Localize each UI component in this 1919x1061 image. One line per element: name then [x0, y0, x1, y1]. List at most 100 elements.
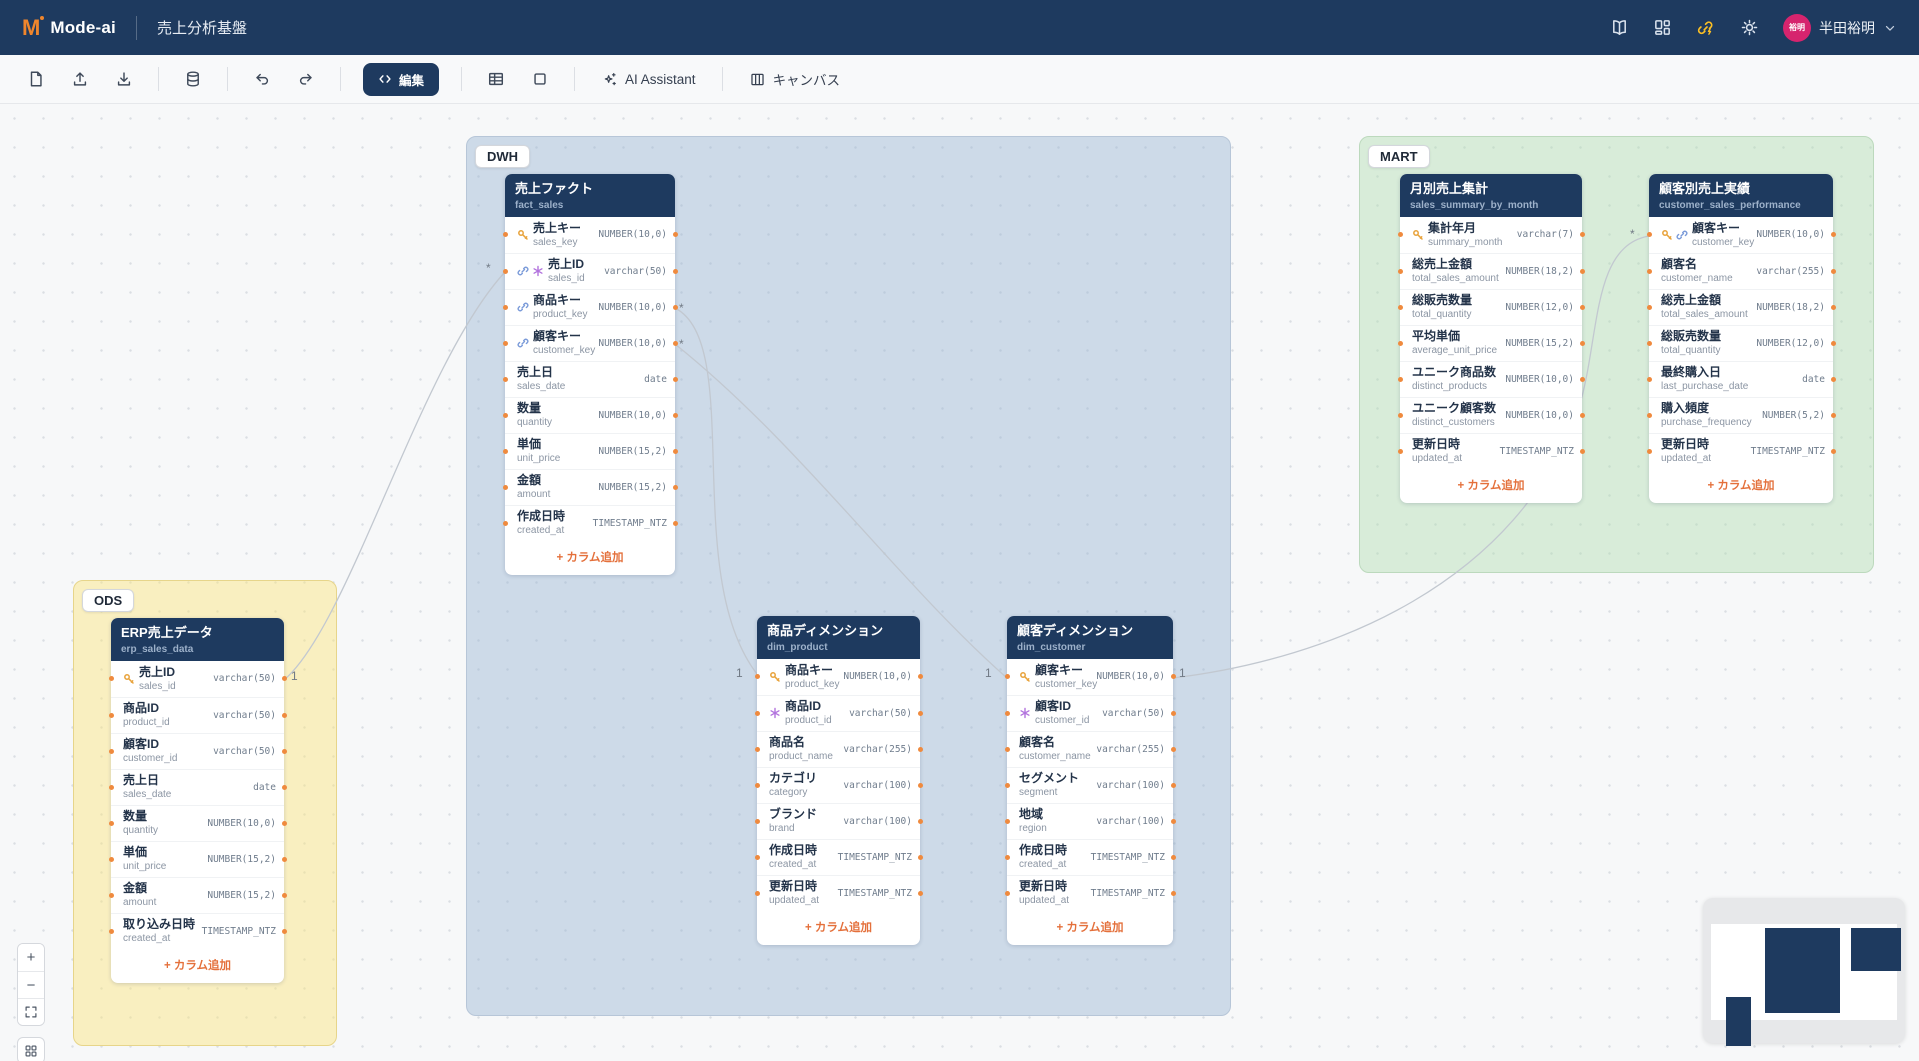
- connector-dot[interactable]: [1170, 818, 1176, 824]
- add-column-button[interactable]: + カラム追加: [1457, 479, 1525, 492]
- fit-view-button[interactable]: [18, 998, 44, 1025]
- connector-dot[interactable]: [1004, 710, 1010, 716]
- connector-dot[interactable]: [1646, 376, 1652, 382]
- connector-dot[interactable]: [1579, 412, 1585, 418]
- connector-dot[interactable]: [917, 710, 923, 716]
- connector-dot[interactable]: [281, 676, 287, 682]
- connector-dot[interactable]: [1397, 412, 1403, 418]
- connector-dot[interactable]: [672, 304, 678, 310]
- connector-dot[interactable]: [917, 782, 923, 788]
- connector-dot[interactable]: [754, 890, 760, 896]
- connector-dot[interactable]: [1646, 304, 1652, 310]
- gear-icon[interactable]: [1740, 18, 1759, 37]
- connector-dot[interactable]: [1170, 782, 1176, 788]
- connector-dot[interactable]: [672, 520, 678, 526]
- connector-dot[interactable]: [1646, 268, 1652, 274]
- connector-dot[interactable]: [672, 232, 678, 238]
- relationship-edge[interactable]: [283, 271, 506, 681]
- connector-dot[interactable]: [1579, 376, 1585, 382]
- upload-icon[interactable]: [62, 62, 98, 96]
- connector-dot[interactable]: [502, 304, 508, 310]
- connector-dot[interactable]: [1579, 232, 1585, 238]
- minimap-toggle-button[interactable]: [17, 1037, 45, 1061]
- connector-dot[interactable]: [1004, 782, 1010, 788]
- connector-dot[interactable]: [1004, 674, 1010, 680]
- connector-dot[interactable]: [672, 340, 678, 346]
- connector-dot[interactable]: [502, 484, 508, 490]
- ai-assistant-button[interactable]: AI Assistant: [591, 65, 706, 94]
- connector-dot[interactable]: [281, 784, 287, 790]
- connector-dot[interactable]: [1170, 746, 1176, 752]
- connector-dot[interactable]: [108, 712, 114, 718]
- connector-dot[interactable]: [1646, 412, 1652, 418]
- connector-dot[interactable]: [672, 268, 678, 274]
- group-label[interactable]: MART: [1368, 145, 1430, 168]
- connector-dot[interactable]: [108, 784, 114, 790]
- connector-dot[interactable]: [108, 820, 114, 826]
- connector-dot[interactable]: [754, 746, 760, 752]
- connector-dot[interactable]: [672, 412, 678, 418]
- connector-dot[interactable]: [1170, 890, 1176, 896]
- connector-dot[interactable]: [754, 782, 760, 788]
- connector-dot[interactable]: [502, 376, 508, 382]
- redo-icon[interactable]: [288, 62, 324, 96]
- connector-dot[interactable]: [1004, 818, 1010, 824]
- connector-dot[interactable]: [1397, 304, 1403, 310]
- connector-dot[interactable]: [754, 674, 760, 680]
- connector-dot[interactable]: [917, 818, 923, 824]
- connector-dot[interactable]: [281, 712, 287, 718]
- undo-icon[interactable]: [244, 62, 280, 96]
- connector-dot[interactable]: [281, 928, 287, 934]
- connector-dot[interactable]: [281, 820, 287, 826]
- connector-dot[interactable]: [917, 890, 923, 896]
- connector-dot[interactable]: [1397, 448, 1403, 454]
- connector-dot[interactable]: [1579, 340, 1585, 346]
- connector-dot[interactable]: [1830, 340, 1836, 346]
- connector-dot[interactable]: [1646, 340, 1652, 346]
- connector-dot[interactable]: [917, 746, 923, 752]
- connector-dot[interactable]: [917, 854, 923, 860]
- connector-dot[interactable]: [1830, 304, 1836, 310]
- edit-mode-button[interactable]: 編集: [363, 62, 440, 96]
- canvas-tab-button[interactable]: キャンバス: [739, 63, 851, 95]
- blocks-icon[interactable]: [1653, 18, 1672, 37]
- relationship-edge[interactable]: [674, 307, 758, 675]
- connector-dot[interactable]: [1579, 268, 1585, 274]
- connector-dot[interactable]: [1646, 232, 1652, 238]
- connector-dot[interactable]: [281, 892, 287, 898]
- connector-dot[interactable]: [1397, 268, 1403, 274]
- connector-dot[interactable]: [754, 818, 760, 824]
- connector-dot[interactable]: [1397, 340, 1403, 346]
- connector-dot[interactable]: [1830, 376, 1836, 382]
- download-icon[interactable]: [106, 62, 142, 96]
